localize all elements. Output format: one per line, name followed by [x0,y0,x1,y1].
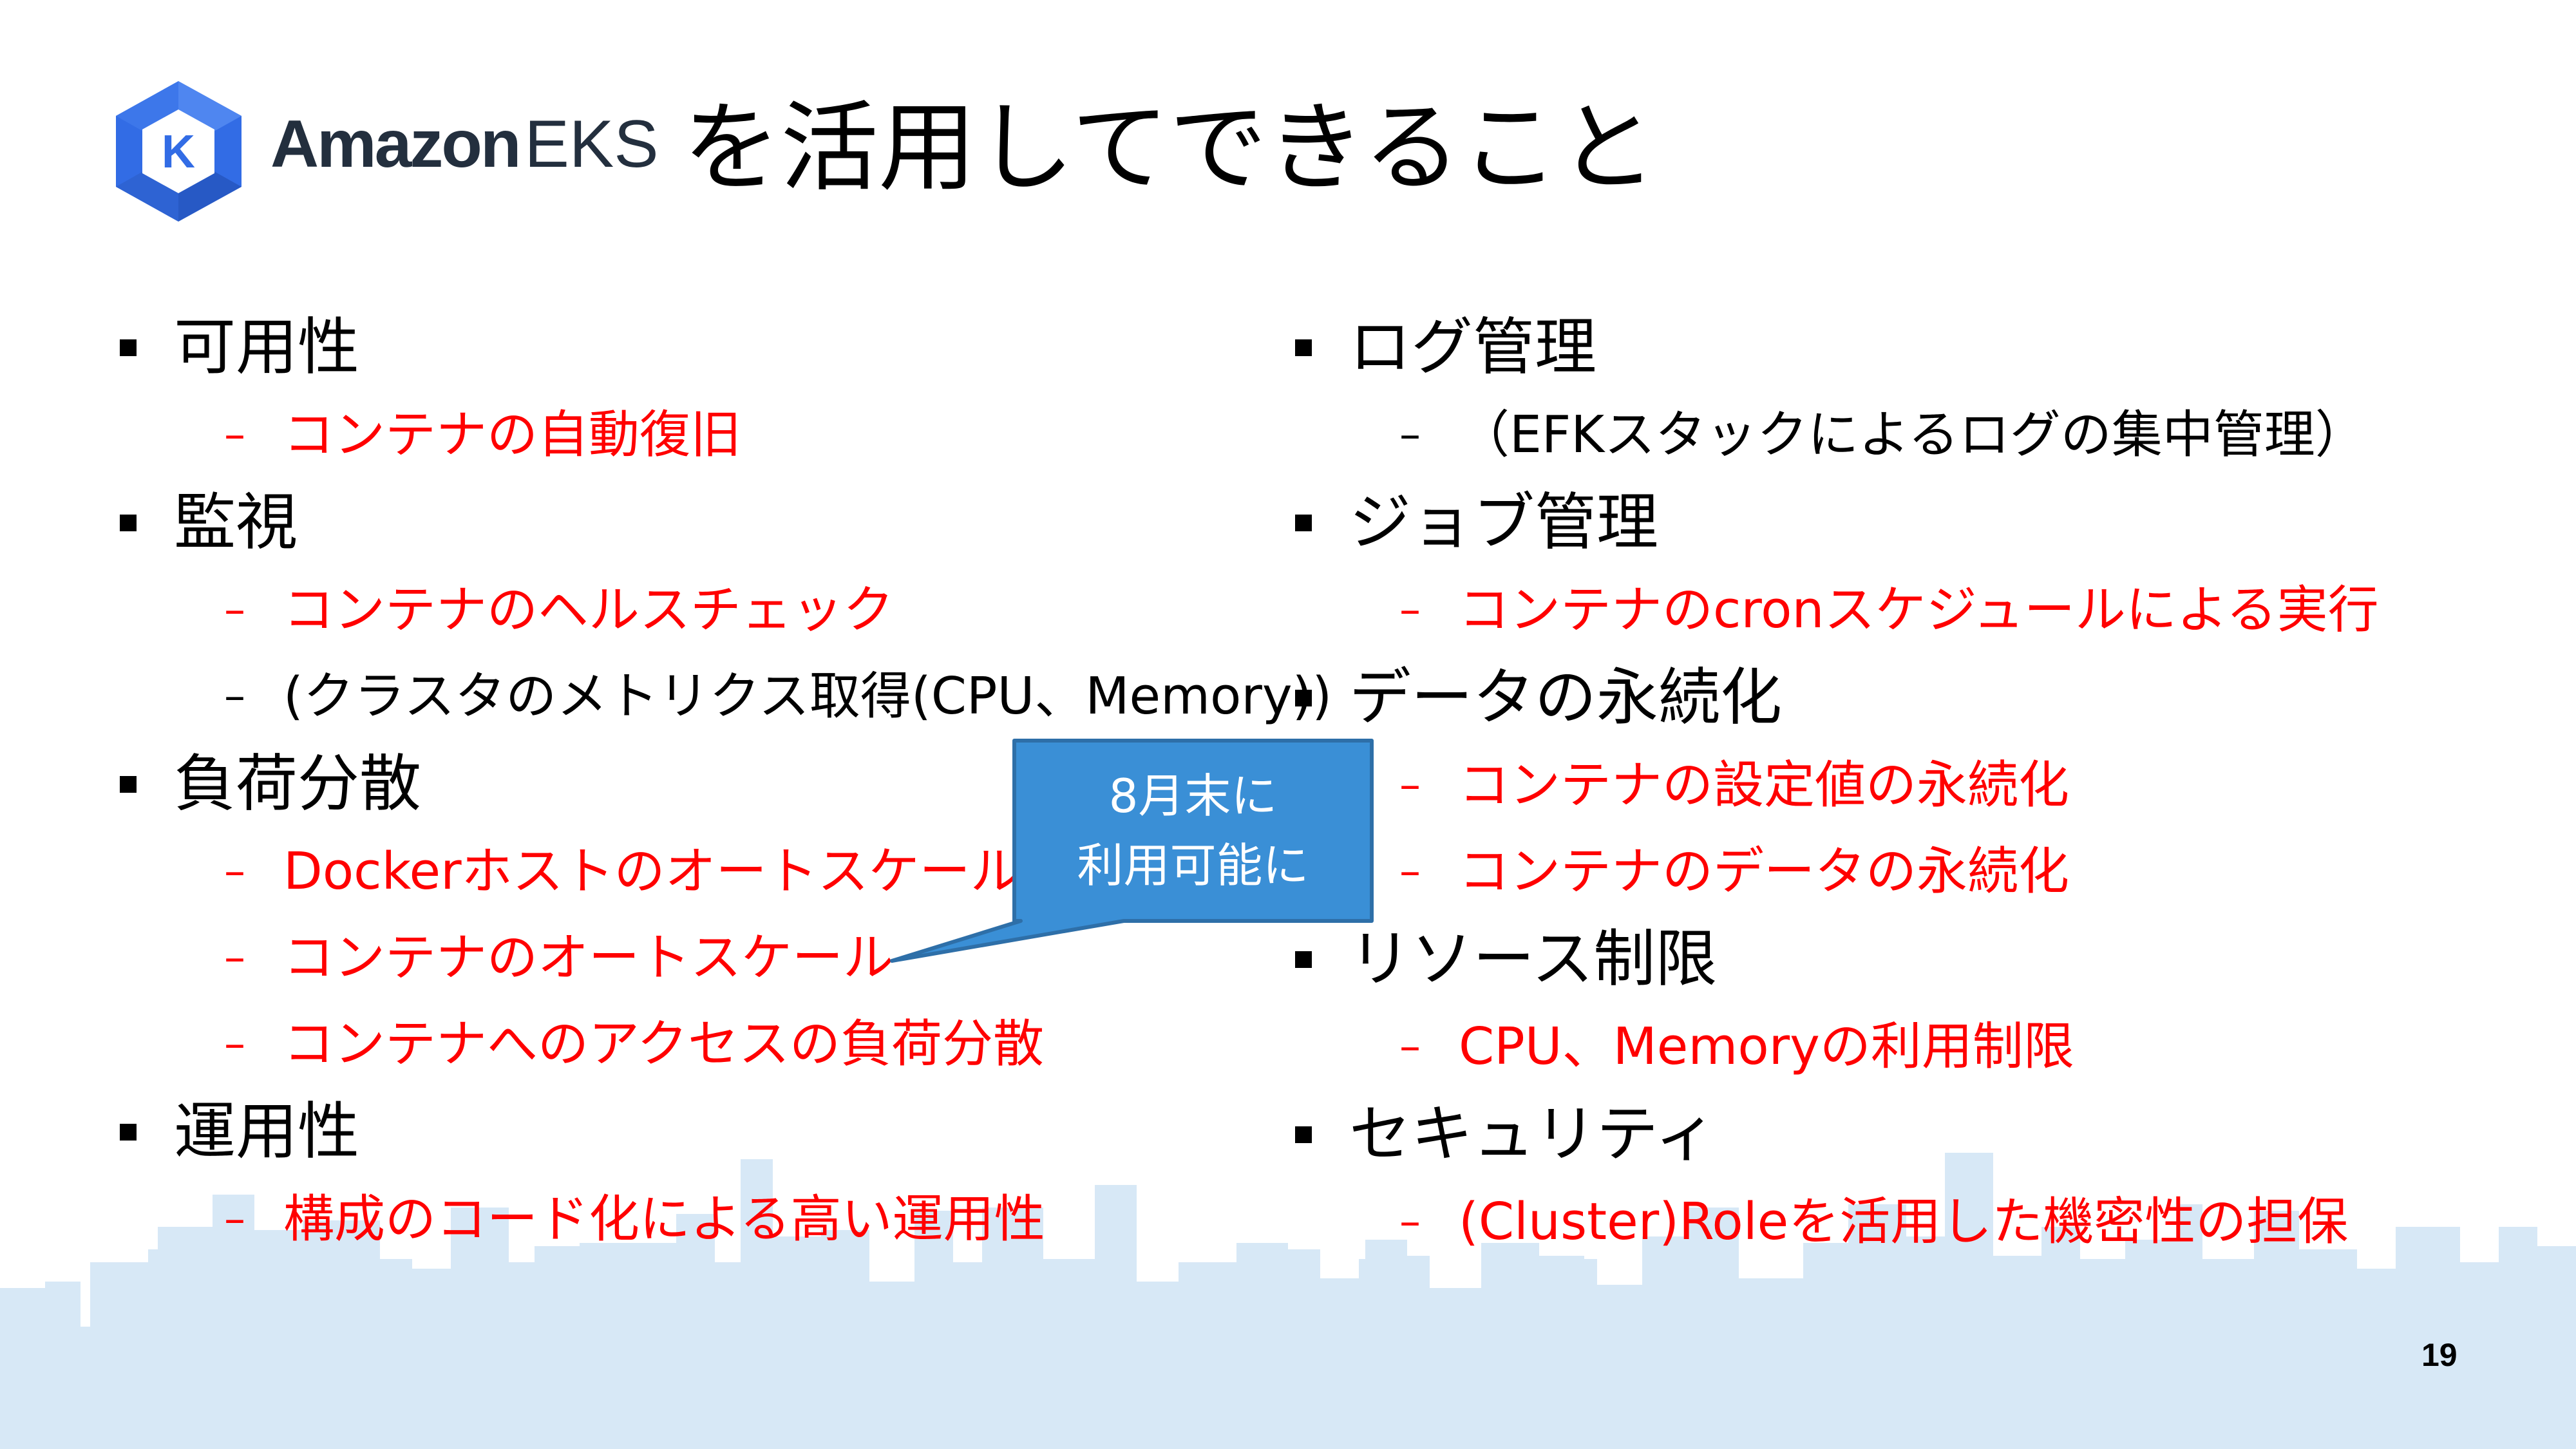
list-item: 可用性 –コンテナの自動復旧 [109,303,1332,478]
bullet-item: 監視 [109,478,1332,567]
bullet-item: ログ管理 [1285,303,2379,392]
list-item: リソース制限 –CPU、Memoryの利用制限 [1285,914,2379,1090]
bullet-item: 運用性 [109,1087,1332,1176]
sub-item-text: コンテナのcronスケジュールによる実行 [1459,580,2379,639]
sub-item-text: 構成のコード化による高い運用性 [283,1189,1045,1249]
sub-item-text: コンテナのオートスケール [283,928,894,987]
bullet-square-icon [120,515,137,531]
bullet-item: データの永続化 [1285,653,2379,742]
callout-line-1: 8月末に [1108,769,1278,823]
sub-item-text: Dockerホストのオートスケール [283,842,1021,901]
dash-icon: – [1399,760,1421,810]
bullet-square-icon [1295,1126,1312,1143]
bullet-item: 可用性 [109,303,1332,392]
brand-eks: EKS [524,107,659,182]
callout-text: 8月末に 利用可能に [1014,741,1372,921]
bullet-item: ジョブ管理 [1285,478,2379,567]
sub-item: –(Cluster)Roleを活用した機密性の担保 [1285,1179,2379,1265]
dash-icon: – [224,1019,245,1068]
bullet-label: データの永続化 [1349,661,1782,734]
bullet-label: 監視 [174,486,298,558]
sub-item-text: （EFKスタックによるログの集中管理） [1459,405,2366,464]
left-column: 可用性 –コンテナの自動復旧 監視 –コンテナのヘルスチェック –(クラスタのメ… [109,303,1332,1262]
bullet-square-icon [1295,339,1312,356]
list-item: セキュリティ –(Cluster)Roleを活用した機密性の担保 [1285,1090,2379,1265]
page-number: 19 [2421,1337,2458,1373]
eks-logo-icon: K [116,81,242,222]
bullet-label: 可用性 [174,311,359,383]
bullet-square-icon [1295,951,1312,968]
dash-icon: – [1399,846,1421,896]
bullet-label: 負荷分散 [174,748,421,820]
bullet-square-icon [120,776,137,793]
dash-icon: – [1399,585,1421,634]
dash-icon: – [224,671,245,721]
bullet-item: セキュリティ [1285,1090,2379,1179]
sub-item-text: (クラスタのメトリクス取得(CPU、Memory)) [283,667,1332,726]
amazon-eks-wordmark: AmazonEKS [270,106,659,196]
sub-item: –(クラスタのメトリクス取得(CPU、Memory)) [109,653,1332,739]
bullet-square-icon [120,339,137,356]
list-item: 運用性 –構成のコード化による高い運用性 [109,1087,1332,1262]
sub-item: –コンテナの自動復旧 [109,392,1332,478]
sub-item-text: コンテナへのアクセスの負荷分散 [283,1014,1045,1074]
bullet-label: ログ管理 [1349,311,1596,383]
slide-title: を活用してできること [683,91,1657,205]
dash-icon: – [224,933,245,982]
sub-item: –コンテナのオートスケール [109,914,1332,1001]
dash-icon: – [1399,1197,1421,1246]
bullet-square-icon [120,1124,137,1141]
sub-item: –コンテナのcronスケジュールによる実行 [1285,567,2379,653]
logo-letter: K [162,126,195,178]
list-item: 監視 –コンテナのヘルスチェック –(クラスタのメトリクス取得(CPU、Memo… [109,478,1332,739]
bullet-label: ジョブ管理 [1349,486,1658,558]
dash-icon: – [1399,410,1421,459]
sub-item: –コンテナの設定値の永続化 [1285,742,2379,828]
sub-item-text: コンテナの自動復旧 [283,405,741,464]
sub-item: –コンテナへのアクセスの負荷分散 [109,1001,1332,1087]
sub-item-text: コンテナのデータの永続化 [1459,842,2069,901]
list-item: ジョブ管理 –コンテナのcronスケジュールによる実行 [1285,478,2379,653]
brand-amazon: Amazon [270,107,521,182]
dash-icon: – [224,585,245,634]
dash-icon: – [1399,1021,1421,1071]
bullet-square-icon [1295,515,1312,531]
dash-icon: – [224,846,245,896]
sub-item: –コンテナのデータの永続化 [1285,828,2379,914]
sub-item-text: コンテナの設定値の永続化 [1459,755,2069,815]
sub-item-text: CPU、Memoryの利用制限 [1459,1017,2074,1076]
list-item: データの永続化 –コンテナの設定値の永続化 –コンテナのデータの永続化 [1285,653,2379,914]
bullet-label: 運用性 [174,1095,359,1168]
sub-item-text: コンテナのヘルスチェック [283,580,894,639]
bullet-item: 負荷分散 [109,739,1332,828]
sub-item: –CPU、Memoryの利用制限 [1285,1003,2379,1090]
list-item: ログ管理 –（EFKスタックによるログの集中管理） [1285,303,2379,478]
bullet-item: リソース制限 [1285,914,2379,1003]
sub-item: –（EFKスタックによるログの集中管理） [1285,392,2379,478]
bullet-square-icon [1295,690,1312,706]
sub-item-text: (Cluster)Roleを活用した機密性の担保 [1459,1192,2349,1251]
dash-icon: – [224,1194,245,1244]
bullet-label: セキュリティ [1349,1098,1717,1170]
dash-icon: – [224,410,245,459]
bullet-label: リソース制限 [1349,923,1718,995]
sub-item: –コンテナのヘルスチェック [109,567,1332,653]
callout-line-2: 利用可能に [1077,838,1309,893]
sub-item: –構成のコード化による高い運用性 [109,1176,1332,1262]
right-column: ログ管理 –（EFKスタックによるログの集中管理） ジョブ管理 –コンテナのcr… [1285,303,2379,1265]
